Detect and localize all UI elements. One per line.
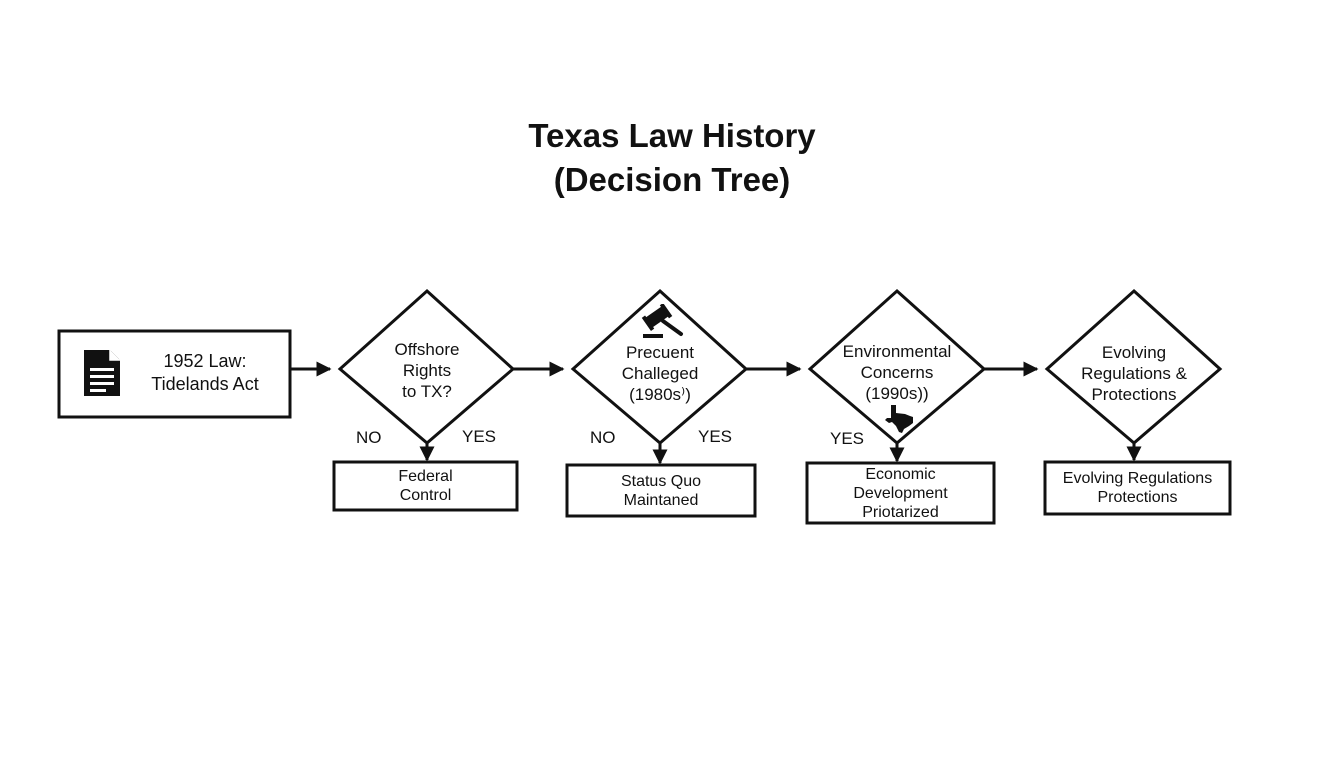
outcome-4-label: Evolving Regulations Protections <box>1045 462 1230 514</box>
outcome-2-label: Status Quo Maintaned <box>567 465 755 516</box>
outcome-4-line-2: Protections <box>1097 489 1178 506</box>
start-line-2: Tidelands Act <box>151 374 259 394</box>
outcome-2-line-1: Status Quo <box>620 472 702 490</box>
outcome-box-2 <box>565 463 757 518</box>
branch-label-d1-no: NO <box>356 428 382 447</box>
start-line-1: 1952 Law: <box>163 351 247 371</box>
outcome-1-line-2: Control <box>399 487 452 504</box>
decision-3-line-2: Concerns <box>860 362 934 382</box>
title-line-2: (Decision Tree) <box>553 161 791 198</box>
decision-1-line-2: Rights <box>402 360 452 380</box>
decision-2-line-2: Challeged <box>621 363 699 383</box>
decision-3-line-3: (1990s)) <box>865 383 929 403</box>
diagram-title: Texas Law History (Decision Tree) <box>0 114 1344 202</box>
decision-3-label: Environmental Concerns (1990s)) <box>822 336 972 408</box>
decision-2-line-3: (1980s⁾) <box>629 384 691 404</box>
decision-1-line-1: Offshore <box>394 339 460 359</box>
outcome-3-line-1: Economic <box>865 465 936 483</box>
outcome-box-1 <box>332 460 519 512</box>
decision-1-label: Offshore Rights to TX? <box>362 334 492 406</box>
branch-label-d1-yes: YES <box>462 427 497 446</box>
decision-1-line-3: to TX? <box>402 381 452 401</box>
start-box-label: 1952 Law: Tidelands Act <box>125 340 285 406</box>
outcome-3-line-2: Development <box>853 484 948 502</box>
outcome-4-line-1: Evolving Regulations <box>1062 470 1213 487</box>
decision-4-line-2: Regulations & <box>1081 363 1187 383</box>
outcome-box-4 <box>1043 460 1232 516</box>
branch-label-d2-no: NO <box>590 428 616 447</box>
outcome-3-label: Economic Development Priotarized <box>807 463 994 523</box>
outcome-box-3 <box>805 461 996 525</box>
outcome-1-label: Federal Control <box>334 462 517 510</box>
decision-4-line-3: Protections <box>1091 384 1177 404</box>
document-icon <box>84 350 120 396</box>
decision-2-line-1: Precuent <box>625 342 695 362</box>
title-line-1: Texas Law History <box>528 117 816 154</box>
decision-3-line-1: Environmental <box>842 341 952 361</box>
decision-4-label: Evolving Regulations & Protections <box>1064 337 1204 409</box>
outcome-3-line-3: Priotarized <box>862 503 939 521</box>
outcome-1-line-1: Federal <box>398 468 453 485</box>
branch-label-d2-yes: YES <box>698 427 733 446</box>
branch-label-d3-yes: YES <box>830 429 865 448</box>
decision-2-label: Precuent Challeged (1980s⁾) <box>595 337 725 409</box>
gavel-icon <box>641 304 683 338</box>
outcome-2-line-2: Maintaned <box>623 491 699 509</box>
texas-state-icon <box>885 405 913 433</box>
decision-4-line-1: Evolving <box>1101 342 1167 362</box>
